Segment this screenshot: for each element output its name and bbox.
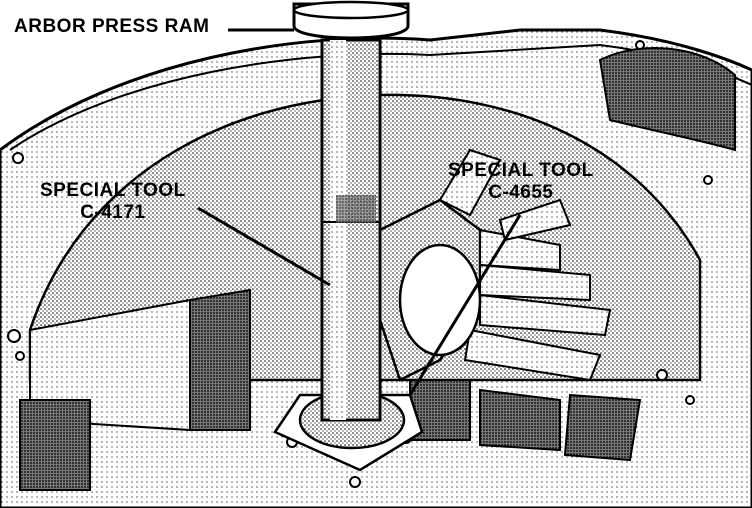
- casting-ribs: [19, 379, 642, 491]
- label-c4655-line2: C-4655: [488, 182, 554, 203]
- arbor-press-ram: [292, 0, 410, 40]
- label-c4655-line1: SPECIAL TOOL: [448, 160, 594, 181]
- splined-hub: [378, 148, 612, 382]
- label-special-tool-c4171: SPECIAL TOOL C-4171: [40, 180, 186, 224]
- leader-lines: [197, 28, 522, 396]
- label-arbor-press-ram: ARBOR PRESS RAM: [14, 16, 210, 37]
- tool-c4171-shaft: [320, 38, 382, 422]
- label-special-tool-c4655: SPECIAL TOOL C-4655: [448, 160, 594, 204]
- label-c4171-line2: C-4171: [80, 202, 146, 223]
- label-c4171-line1: SPECIAL TOOL: [40, 180, 186, 201]
